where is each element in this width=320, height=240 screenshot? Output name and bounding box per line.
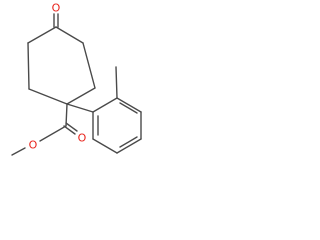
bond-c4-c3 xyxy=(55,26,84,44)
ester-group xyxy=(11,103,78,156)
ester-carbonyl-oxygen-label: O xyxy=(78,132,87,145)
bond-carbonyl-o-line2 xyxy=(65,122,78,132)
bond-c1-aryl xyxy=(66,103,94,113)
cyclohexanone-ring xyxy=(27,26,96,105)
bond-c6-c5 xyxy=(27,42,30,90)
bond-ar-inner-1 xyxy=(119,102,138,114)
bond-c3-c2 xyxy=(82,42,96,89)
ketone-double-bond xyxy=(53,13,59,28)
bond-ar-inner-2 xyxy=(119,136,138,148)
bond-c1-c6 xyxy=(28,88,68,105)
bond-oether-methyl xyxy=(11,147,26,156)
tolyl-ring xyxy=(92,97,142,154)
bond-ar-a2-a3 xyxy=(116,97,142,113)
ester-ether-oxygen-label: O xyxy=(29,139,38,152)
bond-carbonyl-o-line1 xyxy=(63,125,76,135)
chemical-structure: O O O xyxy=(11,2,142,156)
bond-ar-a1-a2 xyxy=(92,97,118,113)
ketone-oxygen-label: O xyxy=(52,2,61,15)
bond-ar-a4-a5 xyxy=(116,138,142,154)
bond-aryl-methyl xyxy=(115,66,118,99)
bond-carbonyl-oether xyxy=(39,125,67,142)
bond-ar-a5-a6 xyxy=(92,138,118,154)
bond-c5-c4 xyxy=(27,26,57,44)
bond-c2-c1 xyxy=(66,87,96,105)
